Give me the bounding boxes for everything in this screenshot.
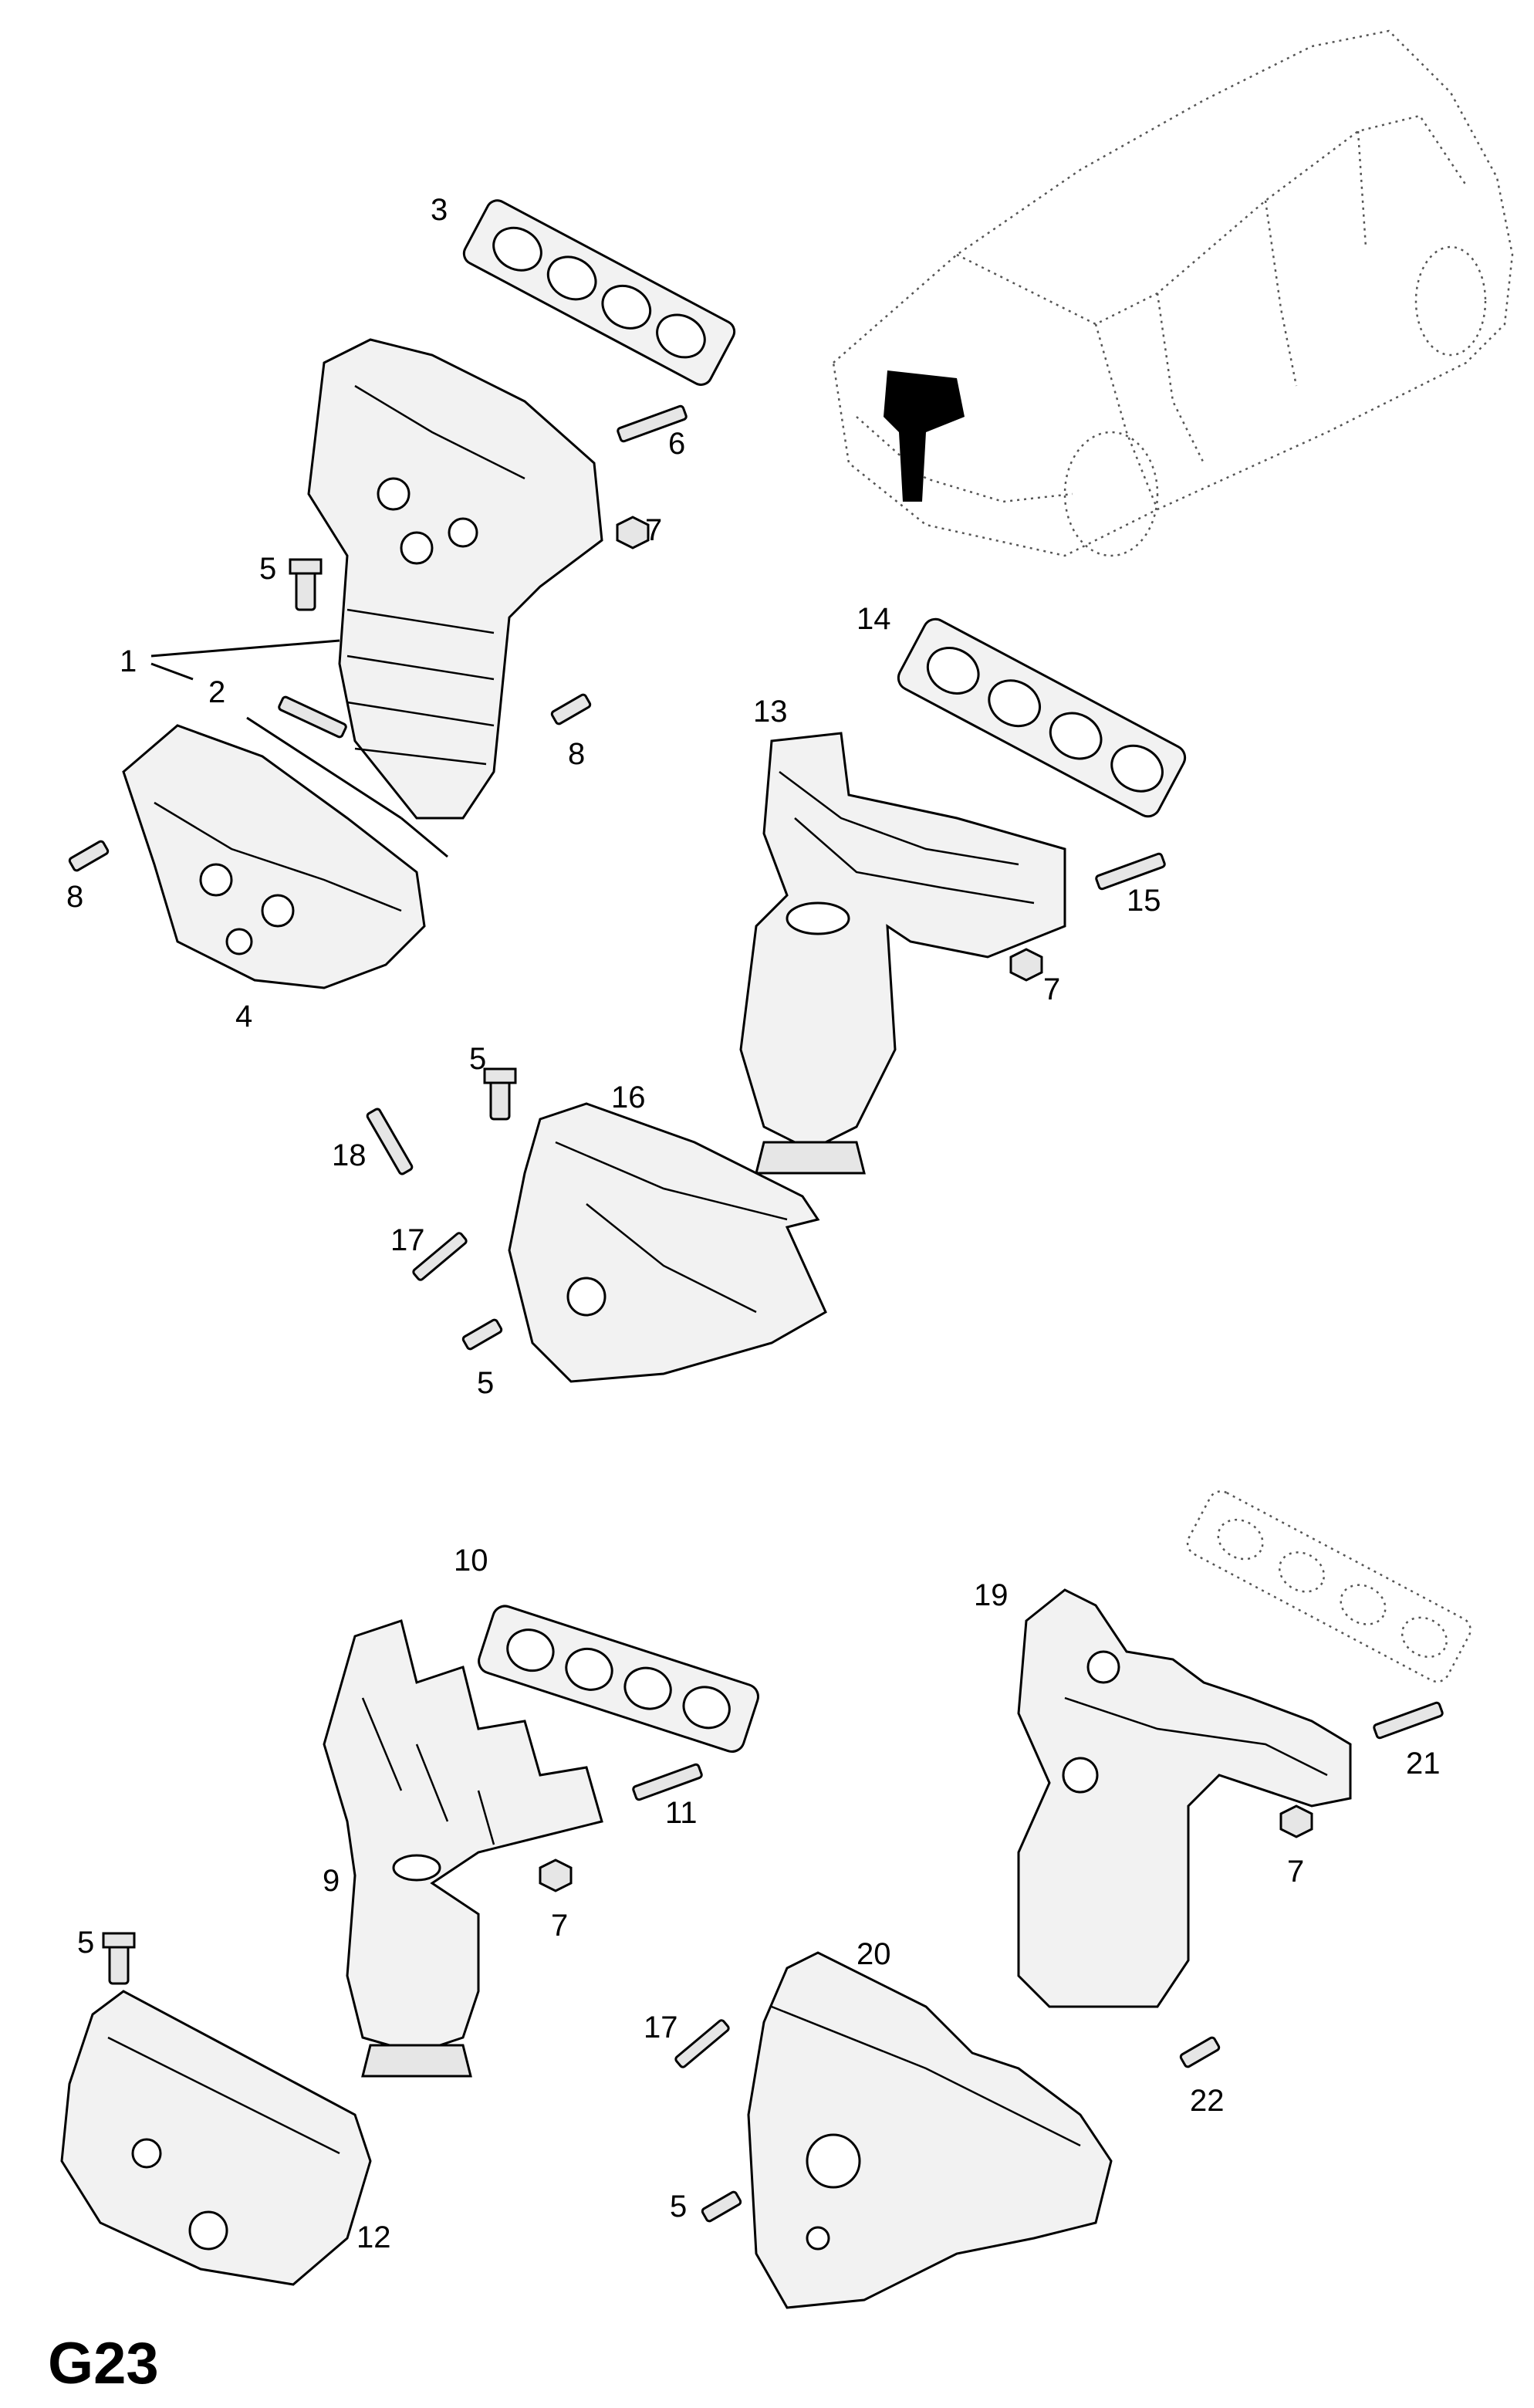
callout-7-d: 7 <box>1287 1855 1304 1889</box>
callout-14: 14 <box>857 602 891 636</box>
nut-part-7-c <box>539 1858 573 1892</box>
callout-10: 10 <box>454 1544 488 1578</box>
nut-part-7-d <box>1279 1804 1313 1838</box>
callout-5-b: 5 <box>469 1042 486 1076</box>
leader-lines <box>150 639 448 858</box>
stud-part-15 <box>1095 852 1166 891</box>
bolt-part-5-c <box>461 1318 503 1351</box>
callout-17-b: 17 <box>644 2011 678 2044</box>
manifold-part-13 <box>739 732 1066 1175</box>
callout-19: 19 <box>974 1578 1009 1612</box>
callout-4: 4 <box>235 999 252 1033</box>
manifold-catalyst-part-1 <box>307 338 603 820</box>
callout-6: 6 <box>668 427 685 461</box>
callout-22: 22 <box>1190 2084 1225 2118</box>
gasket-part-14 <box>897 617 1187 818</box>
callout-12: 12 <box>356 2220 391 2254</box>
manifold-part-19 <box>1017 1588 1352 2008</box>
heat-shield-part-4 <box>122 724 426 989</box>
callout-18: 18 <box>332 1138 367 1172</box>
heat-shield-part-16 <box>508 1102 827 1383</box>
callout-2: 2 <box>208 675 225 709</box>
callout-7-a: 7 <box>645 513 662 547</box>
callout-15: 15 <box>1127 884 1161 918</box>
callout-9: 9 <box>323 1864 340 1898</box>
bolt-part-5-a <box>289 558 323 611</box>
nut-part-7-b <box>1009 948 1043 982</box>
callout-7-b: 7 <box>1043 972 1060 1006</box>
heat-shield-part-20 <box>747 1951 1113 2309</box>
engine-location-marker <box>884 370 965 502</box>
gasket-part-10 <box>478 1605 759 1754</box>
callout-5-c: 5 <box>477 1366 494 1400</box>
stud-part-18 <box>366 1108 414 1175</box>
bolt-part-17-a <box>412 1232 468 1281</box>
stud-part-6 <box>617 404 688 443</box>
callout-1: 1 <box>120 644 137 678</box>
manifold-part-9 <box>323 1619 603 2078</box>
callout-16: 16 <box>611 1081 646 1114</box>
bolt-part-17-b <box>674 2019 730 2068</box>
diagram-code: G23 <box>48 2331 159 2396</box>
bolt-part-5-e <box>701 2190 742 2223</box>
stud-part-21 <box>1373 1701 1444 1740</box>
callout-17-a: 17 <box>390 1223 425 1257</box>
bolt-part-8-a <box>550 693 592 725</box>
gasket-faint <box>1186 1490 1471 1683</box>
bolt-part-22 <box>1179 2036 1221 2068</box>
vehicle-outline <box>832 29 1514 557</box>
callout-3: 3 <box>431 193 448 227</box>
gasket-part-3 <box>462 199 736 386</box>
callout-20: 20 <box>857 1937 891 1971</box>
callout-13: 13 <box>753 695 788 729</box>
stud-part-11 <box>632 1763 703 1801</box>
callout-8-a: 8 <box>568 737 585 771</box>
bolt-part-2 <box>278 695 347 739</box>
bolt-part-8-b <box>68 840 110 872</box>
bolt-part-5-b <box>483 1067 517 1121</box>
callout-11: 11 <box>665 1796 698 1830</box>
callout-5-a: 5 <box>259 552 276 586</box>
callout-5-d: 5 <box>77 1926 94 1960</box>
callout-8-b: 8 <box>66 880 83 914</box>
callout-21: 21 <box>1406 1747 1441 1781</box>
heat-shield-part-12 <box>60 1990 372 2286</box>
callout-labels: 1 2 3 4 5 5 5 5 5 6 7 7 7 7 8 8 9 10 11 … <box>66 193 1441 2254</box>
callout-7-c: 7 <box>551 1909 568 1943</box>
nut-part-7-a <box>616 516 650 550</box>
bolt-part-5-d <box>102 1932 136 1985</box>
callout-5-e: 5 <box>670 2190 687 2224</box>
